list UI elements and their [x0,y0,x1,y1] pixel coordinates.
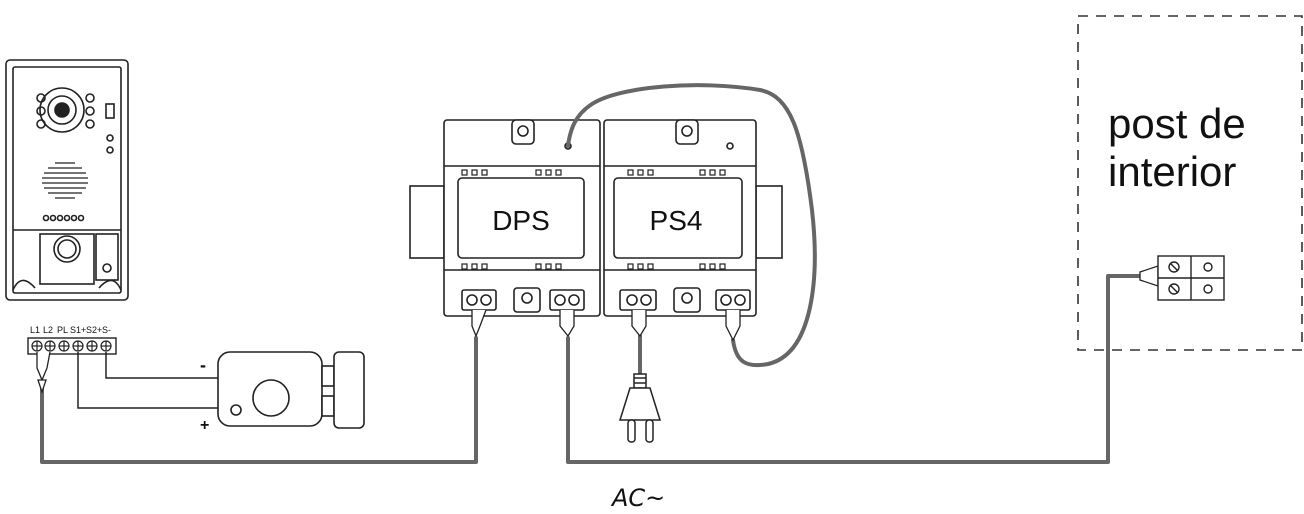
terminal-label-pl: PL [57,325,68,335]
terminal-label-s1plus: S1+ [70,325,86,335]
ps4-module [603,119,783,317]
terminal-label-sminus: S- [102,325,111,335]
lock-plus-label: + [200,417,209,434]
indoor-terminal-block [1157,255,1225,301]
indoor-unit: post de interior [1077,15,1303,351]
terminal-label-l1: L1 [30,325,40,335]
terminal-label-s2plus: S2+ [86,325,102,335]
indoor-unit-label-line1: post de [1108,100,1246,147]
panel-terminal-block: L1 L2 PL S1+ S2+ S- [27,325,117,355]
bus-ac-label: AC~ [610,484,665,512]
lock-wires [77,352,218,409]
indoor-unit-label-line2: interior [1108,148,1236,195]
ps4-label: PS4 [650,205,703,236]
mains-plug [618,373,662,443]
dps-module [409,119,601,317]
electric-lock [217,351,365,429]
wire-forks [36,265,1159,395]
dps-label: DPS [492,205,550,236]
lock-minus-label: - [200,355,206,375]
terminal-label-l2: L2 [43,325,53,335]
cables [40,83,1142,464]
door-panel [5,59,129,301]
